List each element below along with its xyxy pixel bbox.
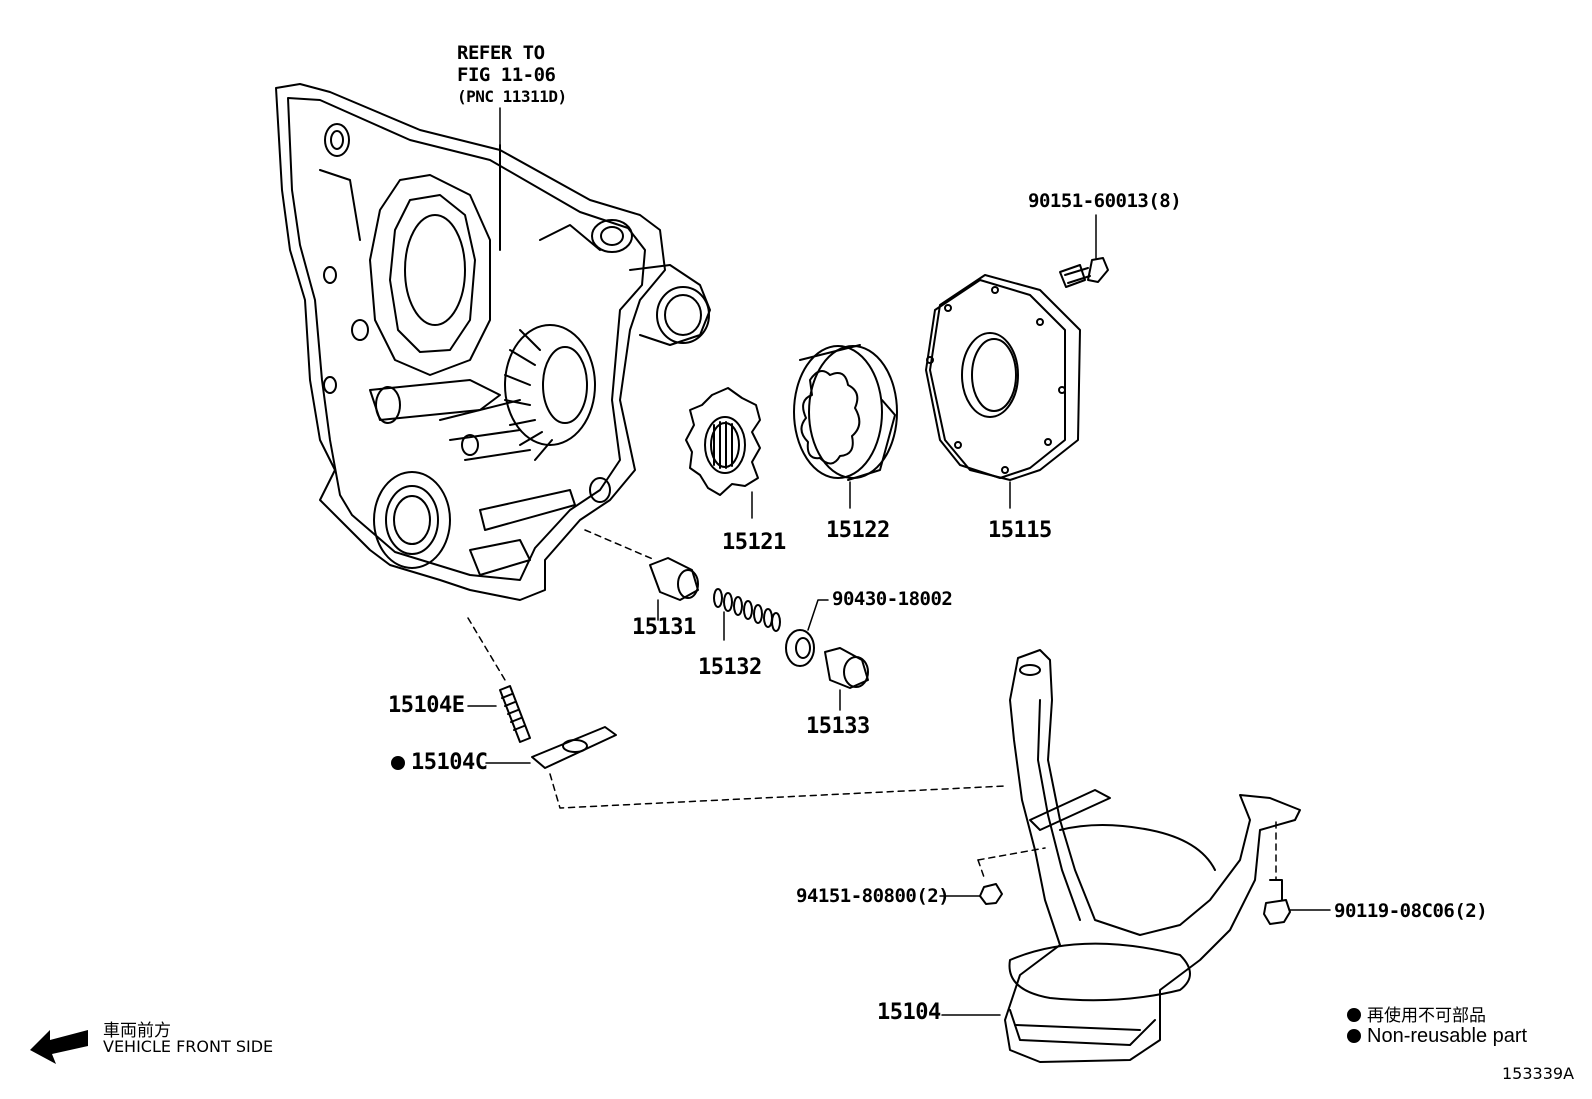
- label-15104E[interactable]: 15104E: [388, 693, 465, 718]
- label-15122[interactable]: 15122: [826, 518, 890, 543]
- legend-en-text: Non-reusable part: [1367, 1025, 1528, 1047]
- relief-valve-drawing: [649, 557, 699, 621]
- refer-to-line-3: (PNC 11311D): [457, 87, 567, 106]
- strainer-nut-drawing: [939, 847, 1046, 905]
- legend-dot-icon: [1347, 1008, 1361, 1022]
- label-90119-bolt[interactable]: 90119-08C06(2): [1334, 900, 1488, 922]
- label-15104C[interactable]: 15104C: [391, 750, 488, 775]
- non-reusable-marker-icon: [391, 756, 405, 770]
- inner-rotor-drawing: [685, 387, 761, 519]
- oil-strainer-drawing: [941, 649, 1301, 1063]
- label-90151-bolt[interactable]: 90151-60013(8): [1028, 190, 1182, 212]
- legend-en: Non-reusable part: [1347, 1025, 1527, 1048]
- refer-to-line-1: REFER TO: [457, 42, 545, 64]
- spring-drawing: [713, 588, 781, 641]
- strainer-bolt-drawing: [1263, 821, 1331, 925]
- legend-jp-text: 再使用不可部品: [1367, 1006, 1486, 1025]
- cover-bolt-drawing: [1059, 214, 1109, 288]
- label-15121[interactable]: 15121: [722, 530, 786, 555]
- label-15104C-text: 15104C: [411, 750, 488, 775]
- plug-drawing: [824, 647, 869, 711]
- legend-dot-icon: [1347, 1029, 1361, 1043]
- refer-to-line-2: FIG 11-06: [457, 64, 556, 86]
- pump-cover-drawing: [925, 274, 1081, 509]
- stud-drawing: [467, 685, 531, 743]
- outer-rotor-drawing: [793, 344, 898, 509]
- label-15132[interactable]: 15132: [698, 655, 762, 680]
- timing-cover-drawing: [275, 83, 711, 601]
- label-15131[interactable]: 15131: [632, 615, 696, 640]
- figure-id: 153339A: [1502, 1064, 1575, 1083]
- vehicle-front-jp: 車両前方: [103, 1021, 171, 1041]
- gasket-washer-drawing: [785, 599, 829, 667]
- label-15133[interactable]: 15133: [806, 714, 870, 739]
- label-15115[interactable]: 15115: [988, 518, 1052, 543]
- vehicle-front-en: VEHICLE FRONT SIDE: [103, 1037, 274, 1056]
- legend-jp: 再使用不可部品: [1347, 1001, 1486, 1026]
- strainer-gasket-drawing: [485, 726, 617, 769]
- label-94151-nut[interactable]: 94151-80800(2): [796, 885, 950, 907]
- label-15104[interactable]: 15104: [877, 1000, 941, 1025]
- front-arrow-icon: [30, 1030, 88, 1064]
- label-90430-gasket[interactable]: 90430-18002: [832, 588, 953, 610]
